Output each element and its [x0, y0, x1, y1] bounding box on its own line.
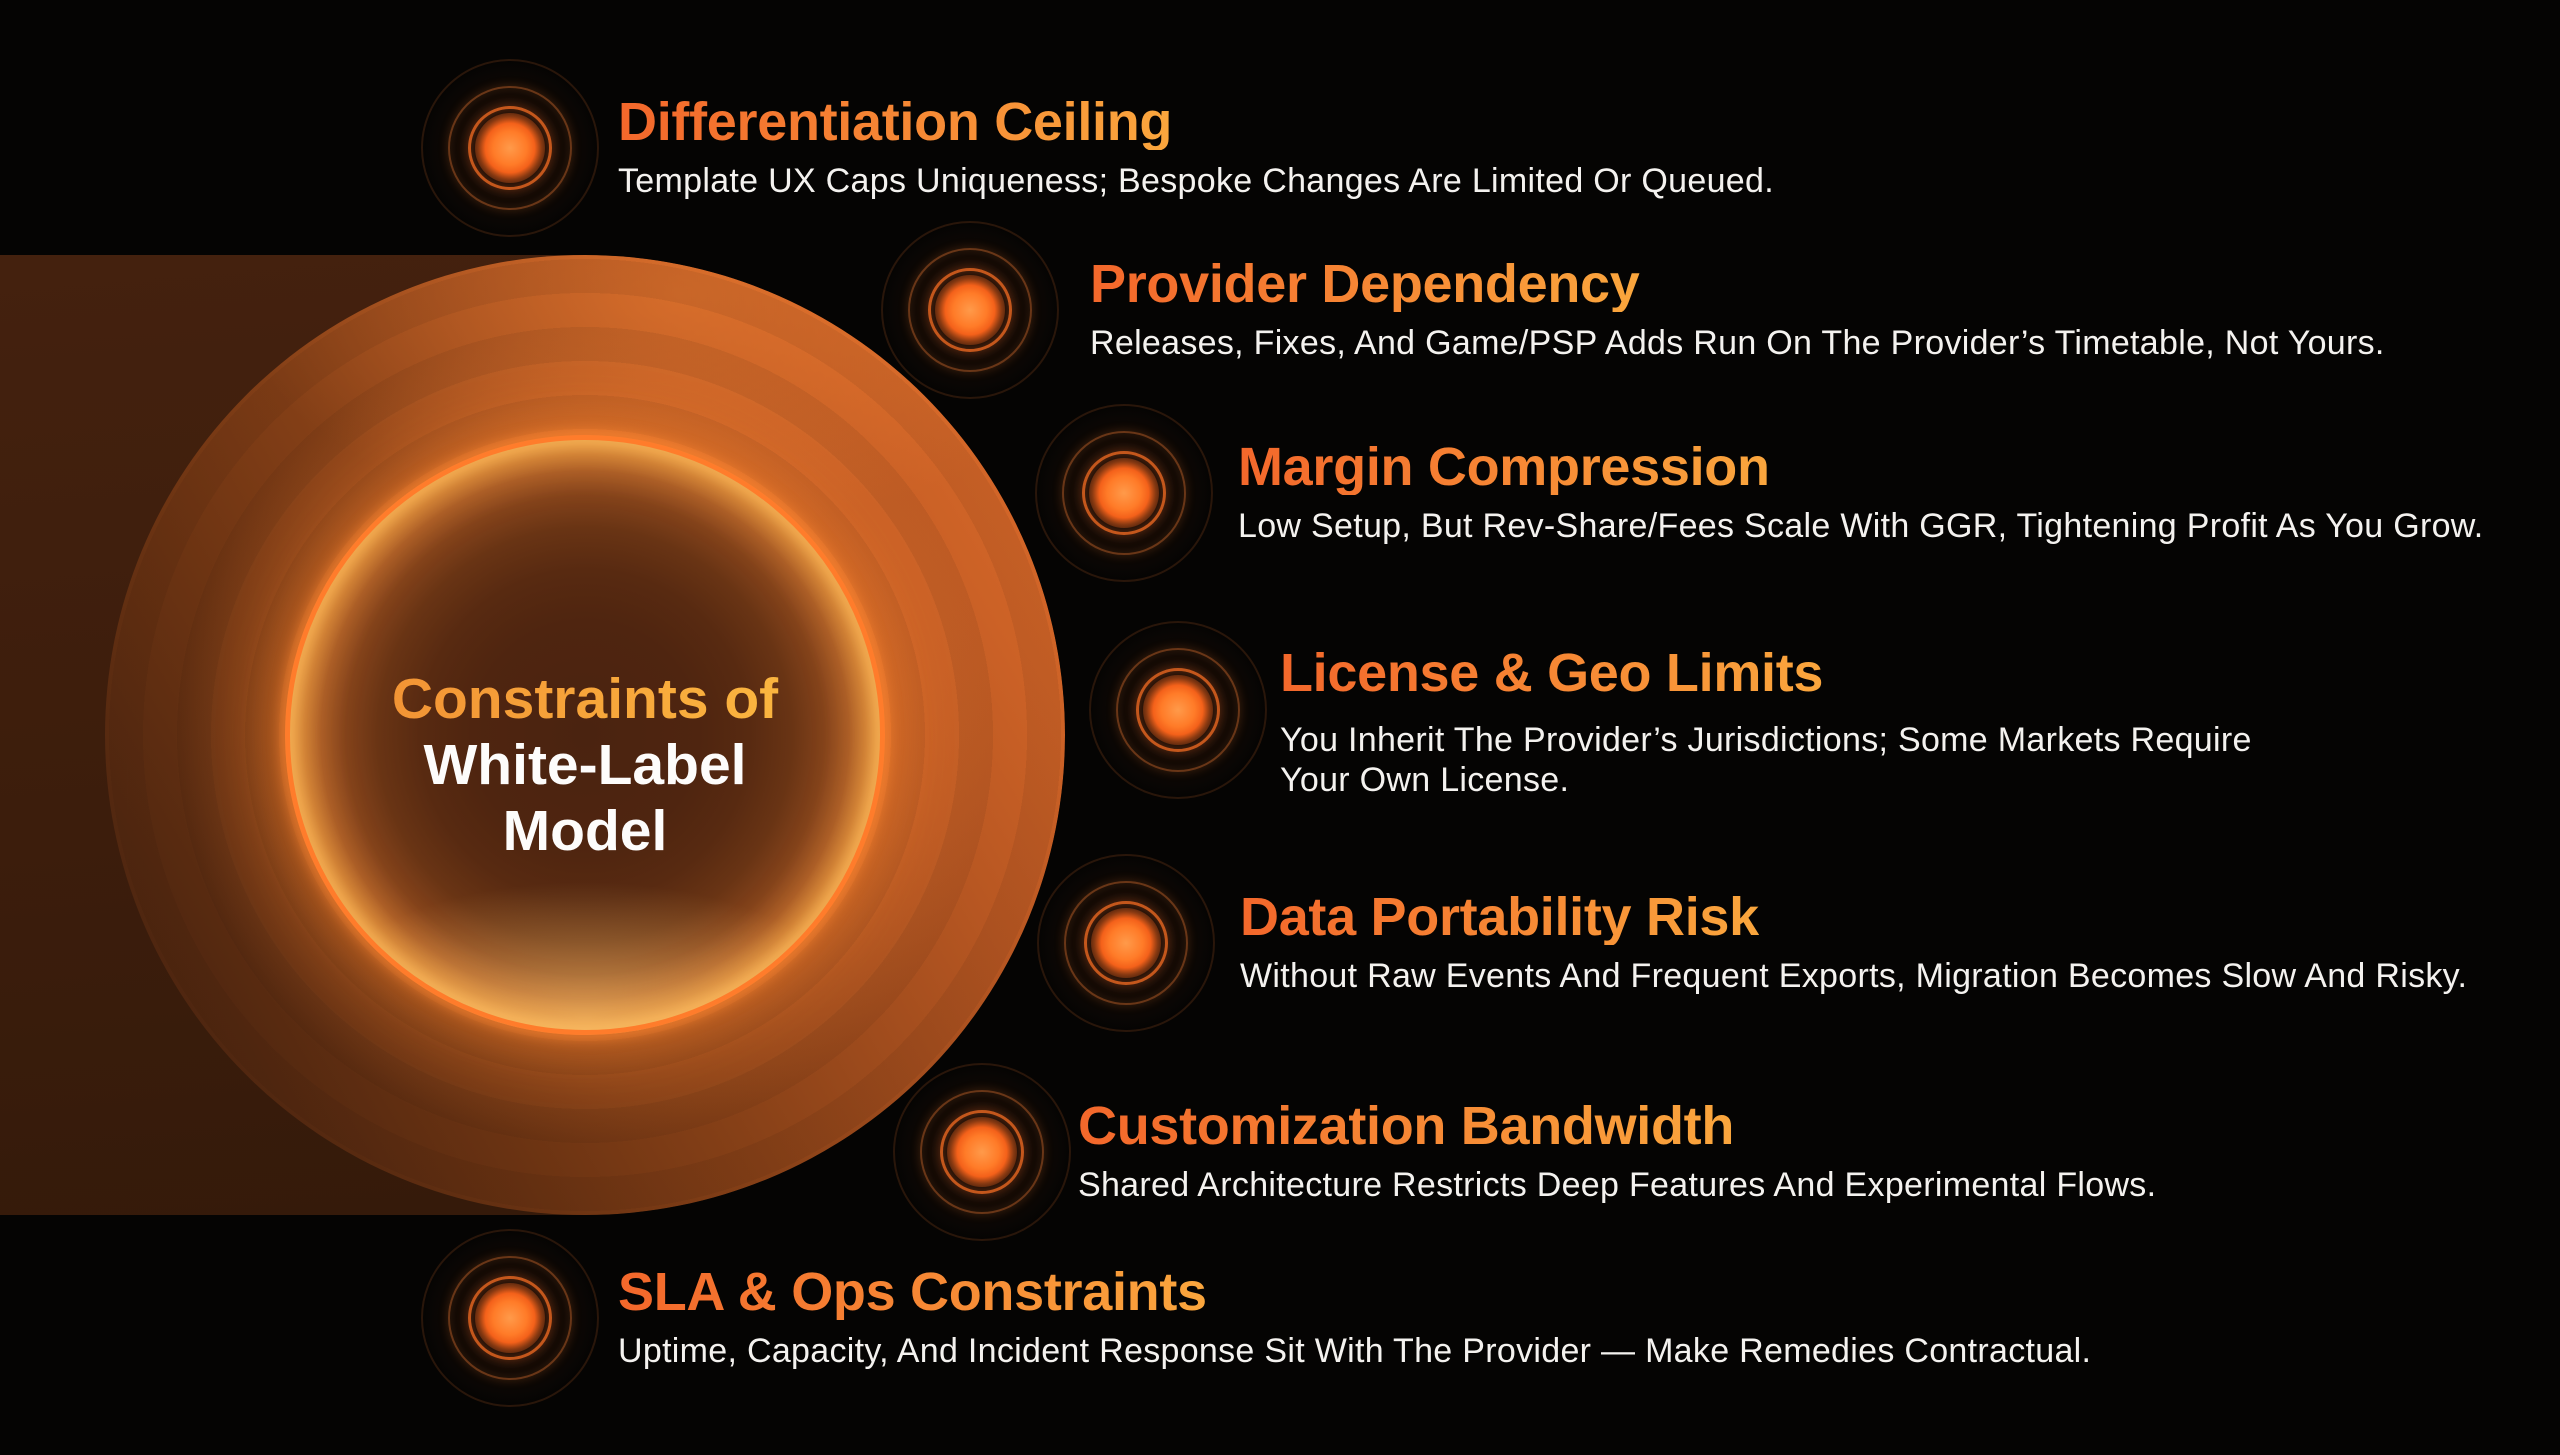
outer-faint-ring [893, 1063, 1071, 1241]
glow-halo [415, 53, 605, 243]
diagram-title-line3: Model [502, 799, 668, 863]
glow-halo [1031, 848, 1221, 1038]
constraint-desc: Shared Architecture Restricts Deep Featu… [1078, 1166, 2157, 1204]
glow-dot [947, 1117, 1017, 1187]
outer-faint-ring [881, 221, 1059, 399]
diagram-title-line2: White-Label [423, 733, 747, 797]
outer-ring [1064, 881, 1188, 1005]
constraint-desc: Releases, Fixes, And Game/PSP Adds Run O… [1090, 324, 2385, 362]
glow-dot-icon [1083, 615, 1273, 805]
mid-ring [468, 1276, 552, 1360]
outer-faint-ring [1037, 854, 1215, 1032]
constraint-title: Data Portability Risk [1240, 887, 1759, 947]
glow-dot-icon [887, 1057, 1077, 1247]
outer-ring [1062, 431, 1186, 555]
outer-ring [908, 248, 1032, 372]
constraint-desc: Uptime, Capacity, And Incident Response … [618, 1332, 2092, 1370]
glow-dot [475, 1283, 545, 1353]
inner-orange-ring [285, 435, 885, 1035]
glow-dot-icon [1029, 398, 1219, 588]
constraint-desc: Template UX Caps Uniqueness; Bespoke Cha… [618, 162, 1774, 200]
outer-ring [448, 1256, 572, 1380]
constraint-title: Provider Dependency [1090, 254, 1640, 314]
mid-ring [1084, 901, 1168, 985]
diagram-title-line1: Constraints of [270, 666, 900, 732]
mid-ring [468, 106, 552, 190]
constraint-title: Customization Bandwidth [1078, 1096, 1735, 1156]
constraint-title: SLA & Ops Constraints [618, 1262, 1207, 1322]
outer-faint-ring [421, 1229, 599, 1407]
constraint-title: License & Geo Limits [1280, 643, 1824, 703]
glow-dot-icon [1031, 848, 1221, 1038]
glow-dot-icon [415, 1223, 605, 1413]
glow-halo [887, 1057, 1077, 1247]
glow-dot [475, 113, 545, 183]
glow-dot [1091, 908, 1161, 978]
constraint-desc: Low Setup, But Rev-Share/Fees Scale With… [1238, 507, 2484, 545]
constraint-title: Differentiation Ceiling [618, 92, 1173, 152]
mid-ring [928, 268, 1012, 352]
mid-ring [1082, 451, 1166, 535]
glow-dot [1143, 675, 1213, 745]
glow-halo [415, 1223, 605, 1413]
outer-ring [1116, 648, 1240, 772]
outer-faint-ring [1089, 621, 1267, 799]
glow-dot [1089, 458, 1159, 528]
outer-ring [920, 1090, 1044, 1214]
constraint-desc: Without Raw Events And Frequent Exports,… [1240, 957, 2468, 995]
constraint-desc: You Inherit The Provider’s Jurisdictions… [1280, 721, 2252, 799]
mid-ring [1136, 668, 1220, 752]
glow-halo [1029, 398, 1219, 588]
glow-halo [1083, 615, 1273, 805]
glow-dot [935, 275, 1005, 345]
outer-ring [448, 86, 572, 210]
outer-faint-ring [1035, 404, 1213, 582]
outer-faint-ring [421, 59, 599, 237]
glow-dot-icon [415, 53, 605, 243]
diagram-title: Constraints of White-Label Model [270, 666, 900, 864]
mid-ring [940, 1110, 1024, 1194]
constraint-title: Margin Compression [1238, 437, 1770, 497]
